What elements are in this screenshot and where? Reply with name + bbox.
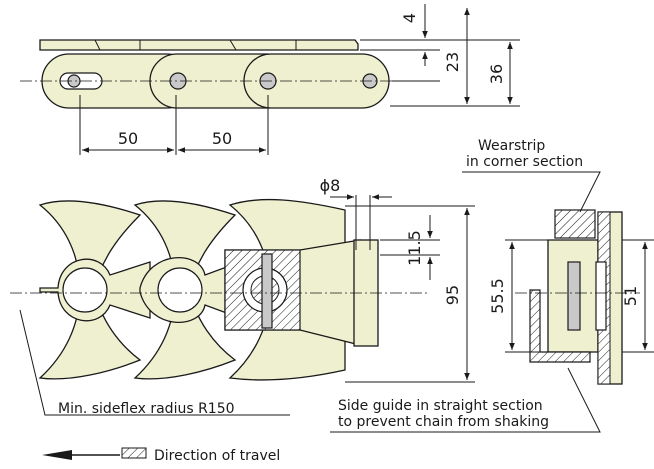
side-view: 50 50 4 23 36	[20, 4, 520, 155]
direction-label: Direction of travel	[154, 448, 280, 464]
wearstrip-label-line1: Wearstrip	[478, 138, 545, 154]
total-width-label: 95	[443, 285, 462, 305]
section-view: 55.5 51 Wearstrip in corner section Side…	[330, 138, 654, 433]
knuckle-1	[62, 267, 108, 313]
pin-1	[261, 253, 273, 329]
sideflex-label: Min. sideflex radius R150	[58, 401, 235, 417]
knuckle-2	[157, 267, 203, 313]
top-height-label: 23	[443, 52, 462, 72]
top-plate	[39, 39, 359, 51]
side-guide-label-line1: Side guide in straight section	[338, 398, 543, 414]
pitch-1-label: 50	[118, 129, 138, 148]
guide-gap-label: 51	[621, 286, 640, 306]
side-guide	[529, 289, 591, 363]
pitch-2-label: 50	[212, 129, 232, 148]
plate-thickness-label: 4	[400, 13, 419, 23]
chain-height-label: 36	[487, 64, 506, 84]
wearstrip-height-label: 55.5	[488, 278, 507, 314]
side-guide-label-line2: to prevent chain from shaking	[338, 414, 549, 430]
hatch-swatch-icon	[121, 447, 147, 459]
direction-legend: Direction of travel	[42, 447, 280, 464]
pin-offset-label: 11.5	[405, 230, 424, 266]
wearstrip	[554, 209, 596, 239]
top-view: ϕ8 11.5 95 Min. sideflex radius R150	[10, 176, 475, 417]
wearstrip-label-line2: in corner section	[466, 154, 583, 170]
pin-diameter-label: ϕ8	[320, 176, 341, 195]
left-arrow-icon	[42, 450, 120, 460]
